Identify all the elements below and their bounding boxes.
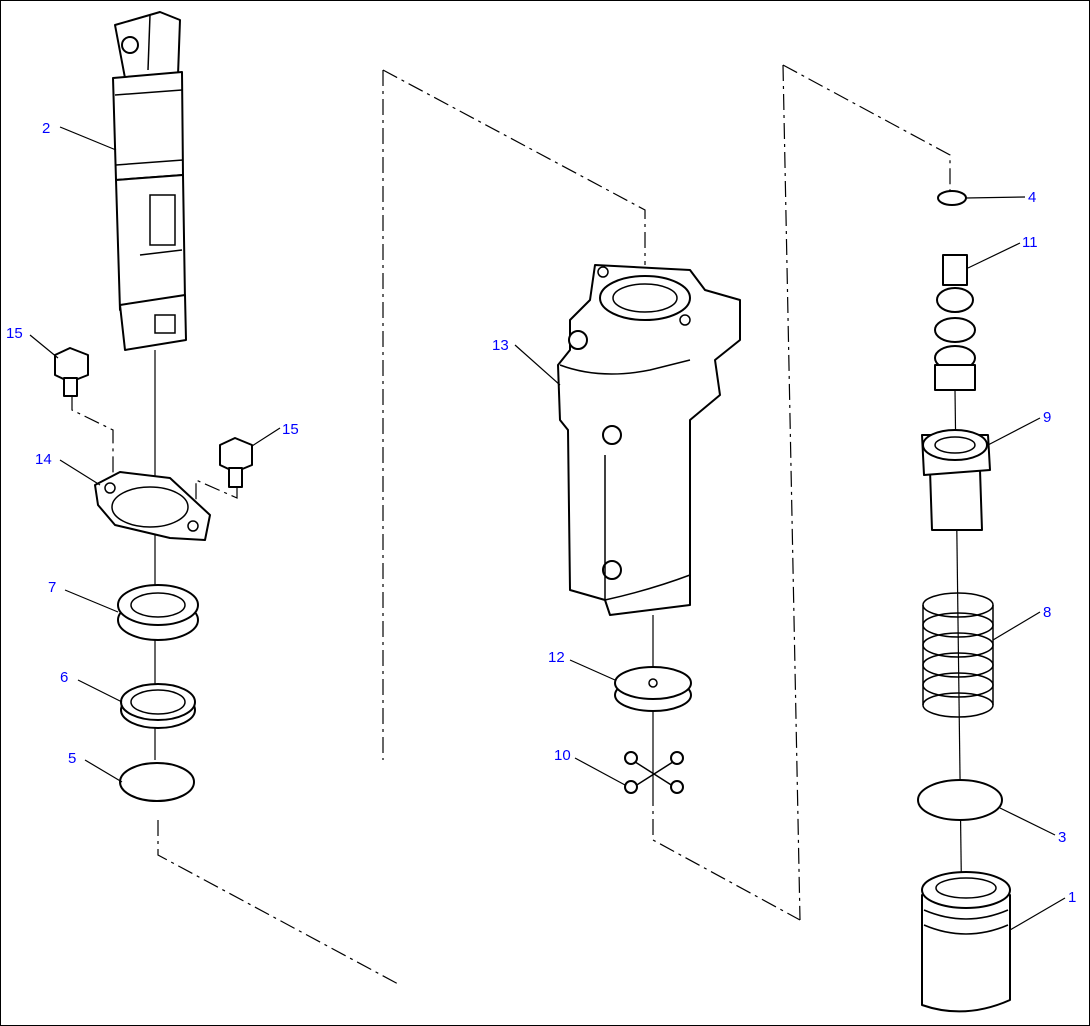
callout-11: 11 bbox=[1022, 234, 1038, 251]
callout-4: 4 bbox=[1028, 189, 1036, 206]
part-piston bbox=[934, 254, 976, 391]
part-valve-seat bbox=[614, 666, 692, 712]
bolt-right-shank bbox=[228, 467, 243, 488]
dash-bolt-left bbox=[71, 395, 114, 480]
plug-body bbox=[921, 894, 1011, 1013]
part-spool-rod bbox=[112, 11, 187, 351]
callout-8: 8 bbox=[1043, 604, 1051, 621]
callout-13: 13 bbox=[492, 337, 509, 354]
part-o-ring-5 bbox=[119, 762, 195, 802]
dash-right-left bbox=[782, 64, 801, 921]
piston-land-2 bbox=[934, 317, 976, 343]
callout-15-left: 15 bbox=[6, 325, 23, 342]
piston-land-1 bbox=[936, 287, 974, 313]
callout-6: 6 bbox=[60, 669, 68, 686]
small-o-ring-a bbox=[624, 751, 638, 765]
valve-seat-top bbox=[614, 666, 692, 700]
callout-5: 5 bbox=[68, 750, 76, 767]
assembly-dash-lines bbox=[71, 64, 951, 986]
small-o-ring-d bbox=[670, 780, 684, 794]
part-snap-ring-4 bbox=[937, 190, 967, 206]
valve-body-outline bbox=[557, 264, 741, 616]
part-bolts bbox=[54, 347, 253, 488]
valve-body-top-port bbox=[599, 275, 691, 321]
piston-tip bbox=[942, 254, 968, 286]
piston-base bbox=[934, 364, 976, 391]
spool-end bbox=[119, 294, 187, 351]
part-valve-body bbox=[557, 264, 741, 616]
dash-right-top bbox=[782, 64, 951, 195]
part-guide-sleeve bbox=[921, 429, 991, 531]
bolt-left-shank bbox=[63, 377, 78, 397]
guide-sleeve-body bbox=[929, 469, 983, 531]
spool-clevis bbox=[114, 11, 181, 79]
part-seal-holder bbox=[117, 584, 199, 641]
callout-12: 12 bbox=[548, 649, 565, 666]
dash-middle-top bbox=[382, 69, 646, 265]
callout-10: 10 bbox=[554, 747, 571, 764]
leader-lines bbox=[29, 126, 1066, 931]
dash-bolt-right bbox=[195, 479, 238, 520]
dash-left-bottom bbox=[157, 820, 401, 986]
bolt-right-head bbox=[219, 437, 253, 473]
callout-labels: 2 15 15 14 7 6 5 13 12 10 4 11 9 8 3 1 bbox=[6, 120, 1076, 906]
small-o-ring-b bbox=[670, 751, 684, 765]
callout-9: 9 bbox=[1043, 409, 1051, 426]
callout-7: 7 bbox=[48, 579, 56, 596]
part-small-o-rings bbox=[624, 751, 684, 794]
callout-2: 2 bbox=[42, 120, 50, 137]
part-flange-plate bbox=[94, 471, 211, 541]
flange-plate-body bbox=[94, 471, 211, 541]
spool-clevis-hole bbox=[121, 36, 139, 54]
part-plug bbox=[921, 871, 1011, 1013]
seal-holder-top bbox=[117, 584, 199, 626]
callout-1: 1 bbox=[1068, 889, 1076, 906]
valve-body-mount-hole-2 bbox=[602, 425, 622, 445]
bolt-left-head bbox=[54, 347, 89, 383]
callout-15-right: 15 bbox=[282, 421, 299, 438]
callout-3: 3 bbox=[1058, 829, 1066, 846]
valve-body-mount-hole-1 bbox=[568, 330, 588, 350]
small-o-ring-c bbox=[624, 780, 638, 794]
part-seal-ring bbox=[120, 683, 196, 729]
dash-middle-bottom bbox=[652, 790, 801, 921]
valve-body-mount-hole-3 bbox=[602, 560, 622, 580]
part-o-ring-3 bbox=[917, 779, 1003, 821]
part-spring bbox=[922, 592, 994, 718]
center-axes bbox=[154, 350, 963, 931]
callout-14: 14 bbox=[35, 451, 52, 468]
guide-sleeve-top bbox=[922, 429, 988, 461]
